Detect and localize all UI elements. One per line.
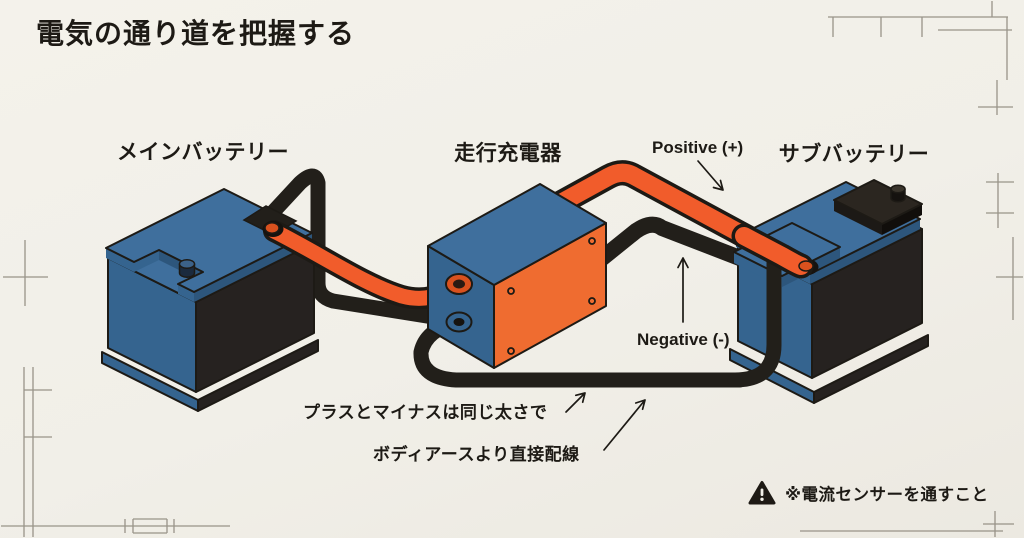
note-wiring-arrow: [603, 399, 646, 451]
sub-battery-platform: [833, 179, 923, 235]
charger-positive-port: [445, 273, 473, 295]
charger-illustration: [427, 183, 607, 369]
main-battery-illustration: [101, 188, 319, 412]
warning-note: ※電流センサーを通すこと: [748, 480, 989, 506]
label-charger: 走行充電器: [454, 142, 562, 165]
annotation-arrows: [565, 160, 724, 451]
note-cable-thickness: プラスとマイナスは同じ太さで: [303, 403, 548, 422]
positive-cable-end: [731, 223, 819, 279]
main-battery-terminal-post: [178, 259, 196, 278]
charger-negative-port: [445, 311, 473, 333]
negative-cable-charger-to-sub: [592, 216, 758, 270]
label-sub-battery: サブバッテリー: [778, 143, 930, 166]
negative-cable-main-to-charger: [254, 168, 466, 329]
note-direct-wiring: ボディアースより直接配線: [373, 445, 580, 464]
charger-screws: [507, 237, 596, 355]
label-negative: Negative (-): [637, 330, 730, 349]
note-thickness-arrow: [565, 392, 586, 413]
label-main-battery: メインバッテリー: [117, 141, 289, 164]
negative-arrow: [677, 257, 689, 323]
ground-loop-cable-end: [727, 254, 782, 388]
warning-text: ※電流センサーを通すこと: [785, 486, 989, 504]
page-title: 電気の通り道を把握する: [36, 18, 356, 49]
positive-arrow: [697, 160, 724, 191]
label-positive: Positive (+): [652, 138, 744, 157]
warning-icon: [748, 481, 776, 505]
